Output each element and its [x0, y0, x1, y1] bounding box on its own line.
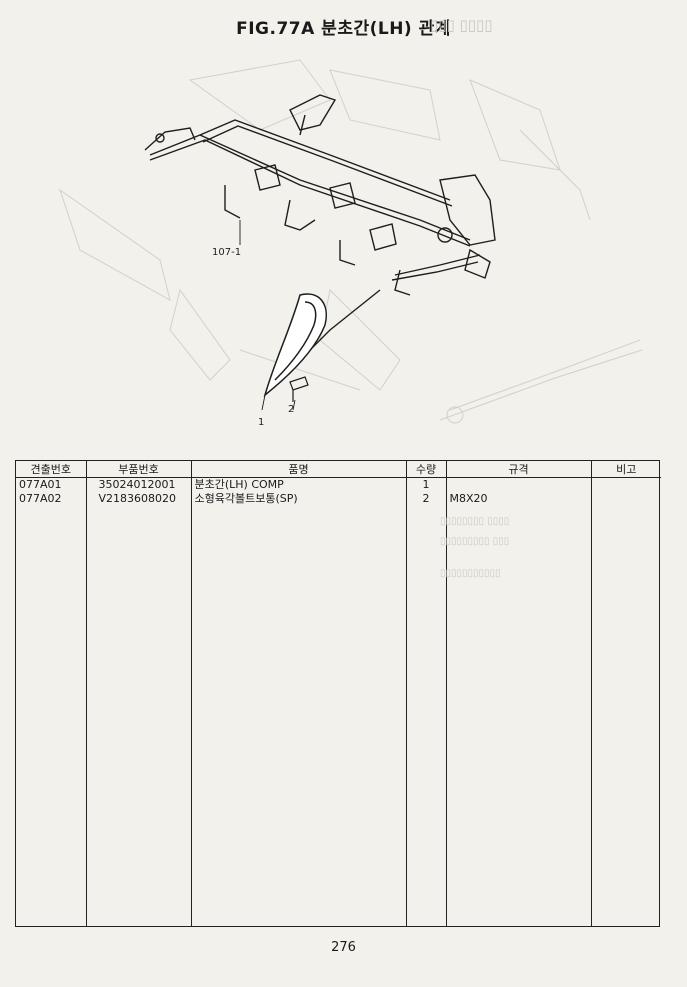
callout-1: 1: [258, 417, 264, 428]
cell-spec: [445, 477, 591, 492]
cell-quantity: 2: [405, 492, 446, 506]
cell-part-name: 분초간(LH) COMP: [190, 477, 406, 492]
cell-spec: M8X20: [445, 492, 591, 506]
parts-drawing: 107-1 1 2: [59, 59, 643, 428]
cell-part-no: V2183608020: [85, 492, 191, 506]
header-ref-no: 견출번호: [16, 461, 86, 478]
callout-107-1: 107-1: [212, 247, 241, 258]
bleed-through-row: ▯▯▯▯▯▯▯▯▯ ▯▯▯: [440, 536, 510, 547]
bleed-through-row: ▯▯▯▯▯▯▯▯▯▯▯: [440, 568, 501, 579]
cell-part-name: 소형육각볼트보통(SP): [190, 492, 406, 506]
header-spec: 규격: [445, 461, 591, 478]
page-number: 276: [331, 940, 356, 955]
bleed-through-drawing: [59, 59, 643, 424]
parts-table: 견출번호 부품번호 품명 수량 규격 비고 077A01 35024012001…: [15, 460, 661, 927]
cell-ref-no: 077A02: [19, 492, 62, 505]
header-part-no: 부품번호: [85, 461, 191, 478]
callout-2: 2: [288, 404, 294, 415]
bleed-through-text: ▯▯▯ ▯▯▯▯: [430, 16, 493, 34]
leader-lines: [239, 220, 296, 411]
cell-ref-no: 077A01: [19, 478, 62, 491]
table-header-row: 견출번호 부품번호 품명 수량 규격 비고: [16, 461, 661, 478]
cell-part-no: 35024012001: [85, 477, 191, 492]
cell-remarks: [590, 492, 661, 506]
header-part-name: 품명: [190, 461, 406, 478]
header-remarks: 비고: [590, 461, 661, 478]
header-quantity: 수량: [405, 461, 446, 478]
bleed-through-row: ▯▯▯▯▯▯▯▯ ▯▯▯▯: [440, 516, 510, 527]
cell-remarks: [590, 477, 661, 492]
table-row: 077A02 V2183608020 소형육각볼트보통(SP) 2 M8X20: [16, 492, 661, 506]
cell-quantity: 1: [405, 477, 446, 492]
page-title: FIG.77A 분초간(LH) 관계: [236, 19, 451, 39]
divider-guide-part: [263, 293, 327, 398]
hex-bolt-part: [289, 376, 309, 402]
table-empty-space: [16, 506, 661, 926]
table-row: 077A01 35024012001 분초간(LH) COMP 1: [16, 477, 661, 492]
